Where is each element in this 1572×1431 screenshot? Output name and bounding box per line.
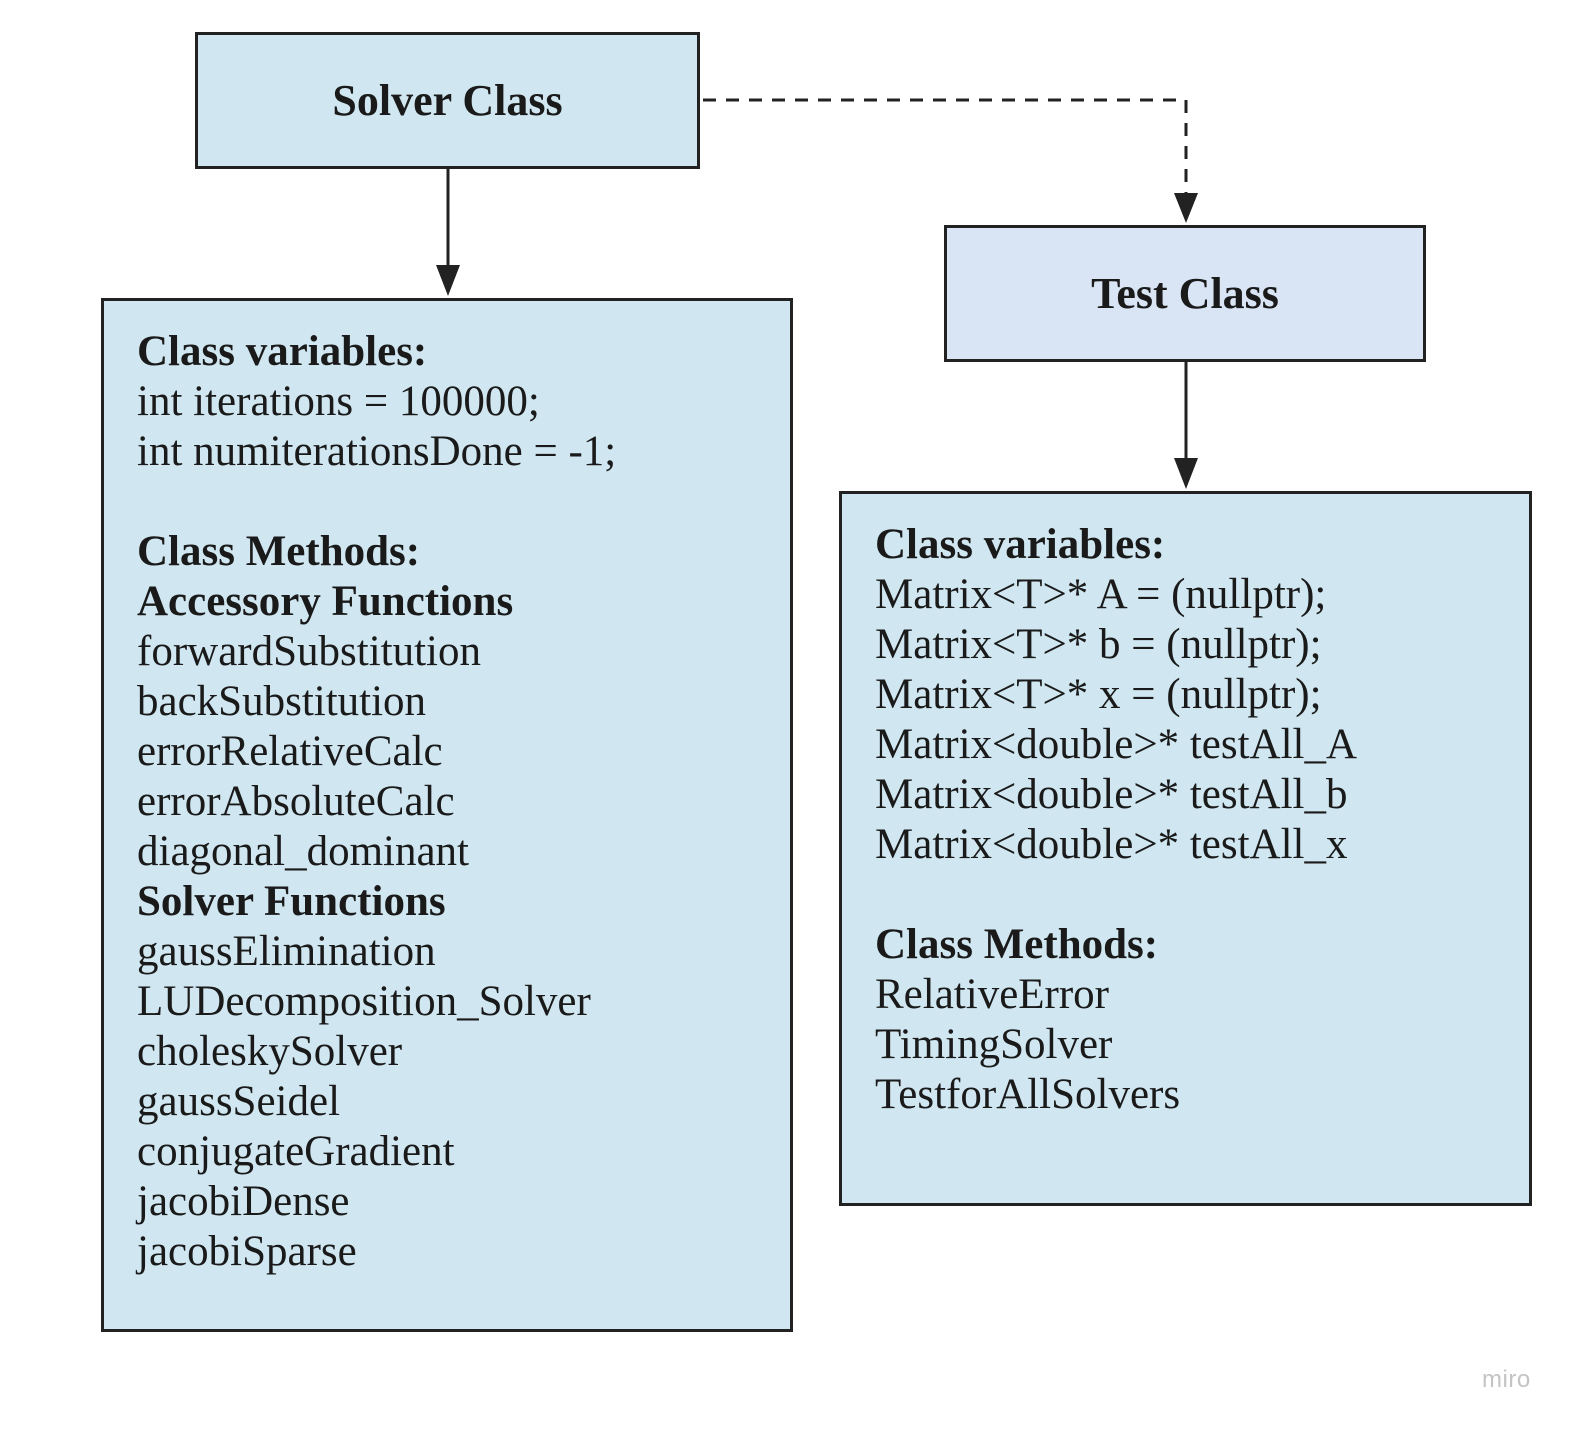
solver-function: conjugateGradient xyxy=(137,1128,455,1175)
solver-variable: int iterations = 100000; xyxy=(137,378,540,425)
accessory-function: backSubstitution xyxy=(137,678,427,725)
solver-class-title: Solver Class xyxy=(332,76,563,125)
solver-function: gaussElimination xyxy=(137,928,436,975)
test-variables-heading: Class variables: xyxy=(875,521,1166,568)
test-method: RelativeError xyxy=(875,971,1110,1018)
test-variable: Matrix<T>* A = (nullptr); xyxy=(875,571,1327,618)
solver-variables-heading: Class variables: xyxy=(137,328,428,375)
solver-function: choleskySolver xyxy=(137,1028,403,1075)
accessory-function: diagonal_dominant xyxy=(137,828,469,875)
arrowhead-test-detail xyxy=(1174,458,1198,489)
accessory-functions-heading: Accessory Functions xyxy=(137,578,514,625)
solver-function: jacobiSparse xyxy=(137,1228,357,1275)
miro-watermark: miro xyxy=(1482,1366,1531,1393)
test-class-title: Test Class xyxy=(1091,269,1279,318)
test-methods-heading: Class Methods: xyxy=(875,921,1159,968)
test-variable: Matrix<double>* testAll_A xyxy=(875,721,1358,768)
arrowhead-solver-detail xyxy=(436,265,460,296)
solver-variable: int numiterationsDone = -1; xyxy=(137,428,617,475)
solver-class-detail-box[interactable]: Class variables: int iterations = 100000… xyxy=(101,298,793,1332)
test-variable: Matrix<T>* x = (nullptr); xyxy=(875,671,1322,718)
accessory-function: errorAbsoluteCalc xyxy=(137,778,455,825)
test-method: TestforAllSolvers xyxy=(875,1071,1181,1118)
accessory-function: forwardSubstitution xyxy=(137,628,481,675)
test-variable: Matrix<T>* b = (nullptr); xyxy=(875,621,1322,668)
solver-function: jacobiDense xyxy=(137,1178,350,1225)
solver-class-box[interactable]: Solver Class xyxy=(195,32,700,169)
solver-function: LUDecomposition_Solver xyxy=(137,978,591,1025)
test-variable: Matrix<double>* testAll_x xyxy=(875,821,1348,868)
solver-function: gaussSeidel xyxy=(137,1078,341,1125)
test-class-detail-box[interactable]: Class variables: Matrix<T>* A = (nullptr… xyxy=(839,491,1532,1206)
solver-methods-heading: Class Methods: xyxy=(137,528,421,575)
solver-functions-heading: Solver Functions xyxy=(137,878,446,925)
accessory-function: errorRelativeCalc xyxy=(137,728,443,775)
test-class-box[interactable]: Test Class xyxy=(944,225,1426,362)
arrow-solver-to-test-dashed xyxy=(703,98,1188,196)
test-variable: Matrix<double>* testAll_b xyxy=(875,771,1348,818)
test-method: TimingSolver xyxy=(875,1021,1113,1068)
arrowhead-test-class xyxy=(1174,193,1198,223)
